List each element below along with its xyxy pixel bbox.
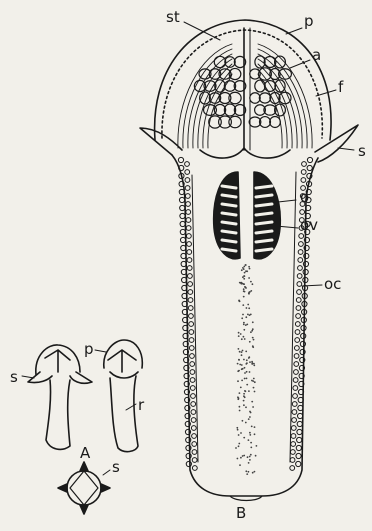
oil-cells [178, 157, 312, 470]
label-A: A [80, 446, 90, 461]
small-flower-left [28, 345, 92, 449]
label-st: st [166, 10, 180, 25]
label-f: f [338, 80, 343, 95]
label-oc: oc [324, 277, 341, 292]
label-s-bottom: s [112, 460, 120, 475]
ovary-left [214, 172, 240, 259]
label-ov: ov [300, 218, 318, 233]
anther-cells [194, 56, 291, 128]
flower-A-top-view [58, 462, 110, 514]
central-stippling [235, 264, 257, 475]
ovary-right [254, 172, 280, 259]
label-p-small: p [84, 342, 94, 357]
label-p-top: p [304, 14, 314, 29]
label-o: o [300, 190, 309, 205]
small-leader-lines [22, 350, 136, 410]
label-B: B [236, 506, 246, 521]
label-a: a [312, 48, 321, 63]
perianth-outline [155, 20, 331, 140]
label-r: r [138, 398, 144, 413]
label-s-right: s [358, 144, 366, 159]
perianth-inner-line [162, 30, 322, 138]
small-flower-right [104, 340, 143, 452]
large-flower-section-B [140, 20, 358, 501]
sepal-left [140, 128, 182, 155]
label-s-small: s [10, 370, 18, 385]
sepal-right [315, 125, 358, 162]
dome-base [200, 148, 290, 158]
